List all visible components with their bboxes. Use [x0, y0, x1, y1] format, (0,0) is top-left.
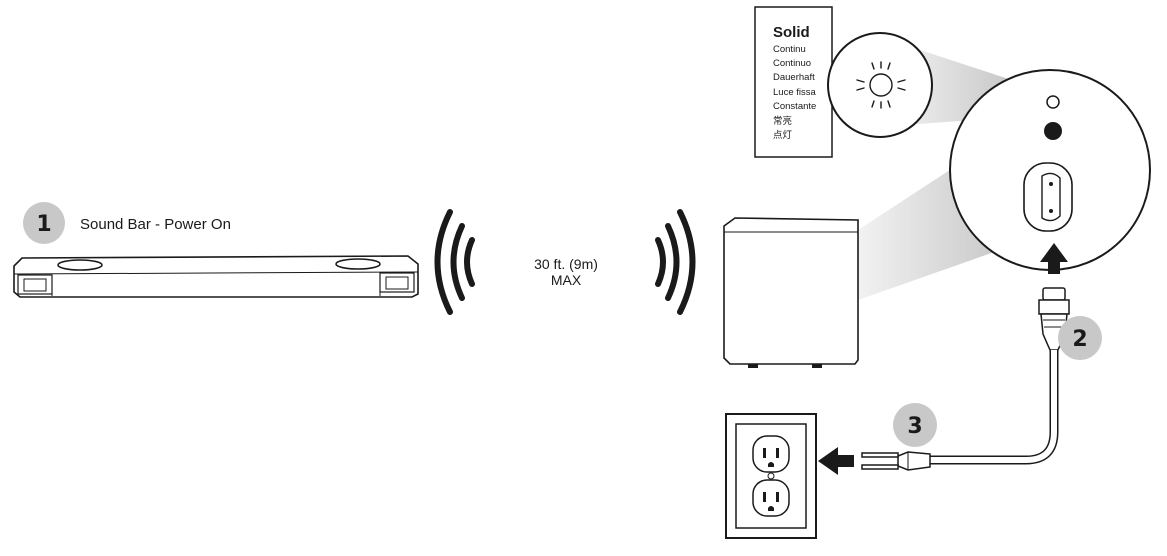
power-cord	[930, 350, 1059, 465]
subwoofer-back-panel-zoom	[949, 69, 1151, 271]
wireless-signal-right-icon	[655, 209, 696, 315]
step-1-badge: 1	[23, 202, 65, 244]
legend-item: Dauerhaft	[773, 72, 815, 83]
sound-bar	[13, 255, 419, 298]
wall-outlet-icon	[725, 413, 817, 539]
subwoofer	[723, 217, 859, 368]
step-2-number: 2	[1072, 327, 1087, 352]
distance-max-text: MAX	[551, 272, 582, 288]
legend-item: Luce fissa	[773, 87, 816, 98]
step-2-badge: 2	[1058, 316, 1102, 360]
connect-button	[1044, 122, 1062, 140]
status-led-icon	[1046, 95, 1060, 109]
led-zoom	[827, 32, 933, 138]
wall-plug	[861, 451, 931, 471]
arrow-left-icon	[818, 447, 854, 475]
legend-item: 常亮	[773, 115, 792, 127]
arrow-up-icon	[1040, 243, 1068, 274]
legend-item: Continuo	[773, 58, 811, 69]
step-3-badge: 3	[893, 403, 937, 447]
distance-text: 30 ft. (9m)	[534, 256, 598, 272]
step-1-number: 1	[36, 212, 51, 237]
legend-item: Continu	[773, 44, 806, 55]
legend-item: Constante	[773, 101, 816, 112]
legend-title: Solid	[773, 24, 810, 41]
step-1-label: Sound Bar - Power On	[80, 216, 231, 233]
wireless-signal-left-icon	[434, 209, 475, 315]
step-3-number: 3	[907, 414, 922, 439]
led-light-icon	[856, 61, 906, 109]
led-legend: Solid Continu Continuo Dauerhaft Luce fi…	[754, 6, 833, 158]
legend-item: 点灯	[773, 130, 793, 141]
